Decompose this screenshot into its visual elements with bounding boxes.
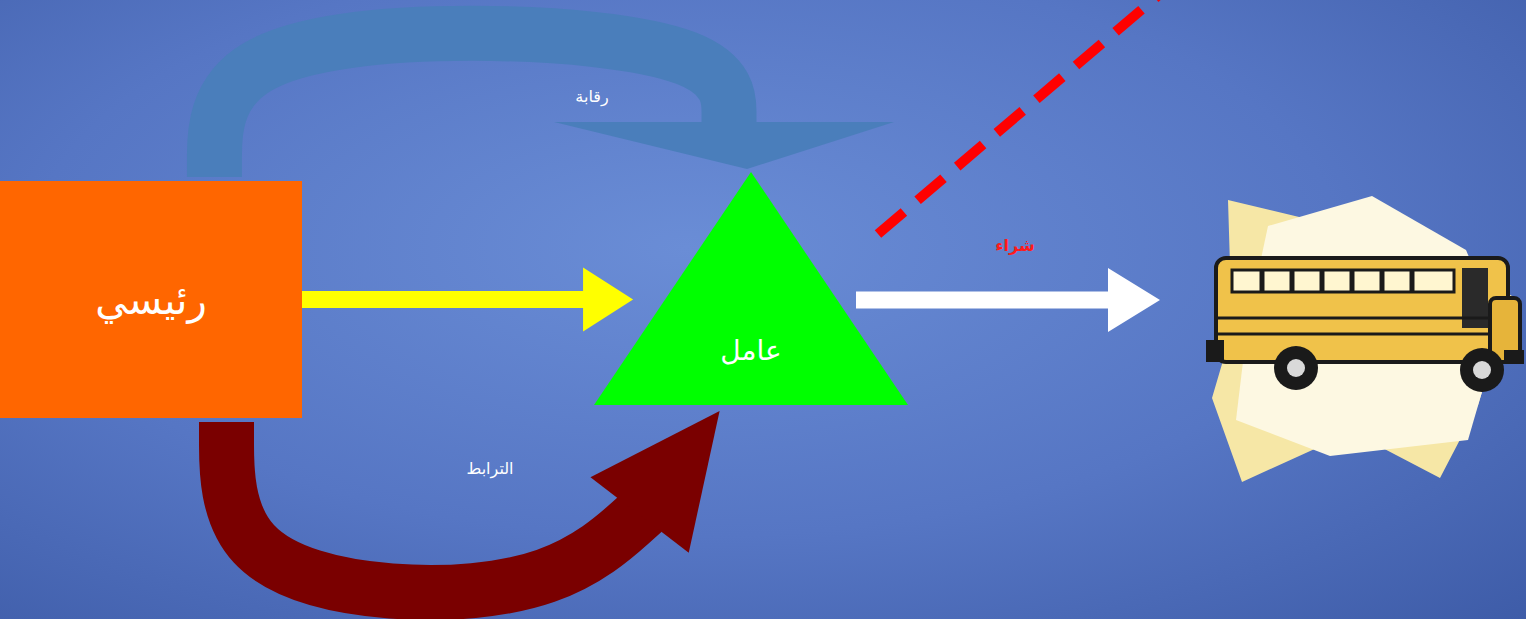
school-bus-icon [1206,196,1524,482]
node-label: عامل [720,334,781,367]
connector-body [227,422,644,593]
node-label: رئيسي [95,277,207,323]
bonding-arrow [227,411,720,593]
yellow-arrow [302,268,633,332]
arrowhead [590,411,719,553]
arrow-label: شراء [995,236,1034,255]
principal-box: رئيسي [0,181,302,418]
arrowhead [583,268,633,332]
triangle-fill [594,172,908,405]
purchase-arrow [856,268,1160,332]
connector-body [302,291,589,308]
connector-label: رقابة [575,87,608,106]
arrowhead [554,122,894,169]
connector-body [214,33,729,177]
connector-label: الترابط [466,459,513,478]
monitoring-arrow [214,33,894,177]
dashed-line [878,0,1160,234]
triangle-shape [594,172,908,405]
agent-triangle: عامل [594,172,908,405]
